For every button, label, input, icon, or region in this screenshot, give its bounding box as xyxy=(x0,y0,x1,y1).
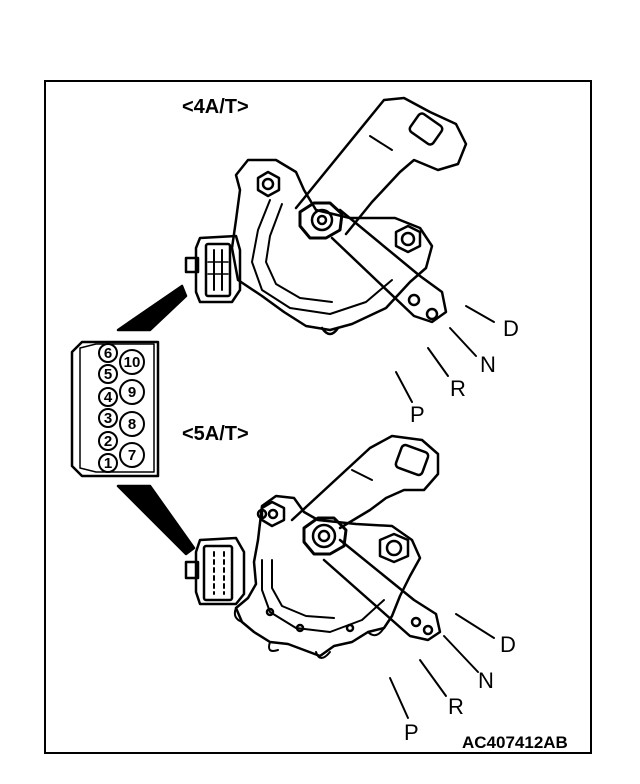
pin-label-left-0: 6 xyxy=(104,345,112,362)
pin-left-0 xyxy=(98,343,118,363)
pin-left-4 xyxy=(98,431,118,451)
switch-4at-bolt-left xyxy=(256,170,281,198)
position-5at-r: R xyxy=(448,694,464,719)
switch-5at-center-nut xyxy=(302,516,348,556)
leader-5at-d xyxy=(455,613,495,639)
figure-code: AC407412AB xyxy=(462,733,568,752)
position-4at-d: D xyxy=(503,316,519,341)
position-5at-n: N xyxy=(478,668,494,693)
pin-label-right-0: 10 xyxy=(124,354,141,371)
switch-4at-control-lever xyxy=(294,96,468,236)
switch-5at-lever-slot xyxy=(394,443,430,477)
title-4at: <4A/T> xyxy=(182,96,249,118)
pin-right-2 xyxy=(119,411,145,437)
position-4at-n: N xyxy=(480,352,496,377)
switch-5at-lower-arm xyxy=(322,538,442,642)
pin-label-right-2: 8 xyxy=(128,416,136,433)
position-4at-r: R xyxy=(450,376,466,401)
switch-5at-bolt-left xyxy=(260,500,286,528)
switch-5at xyxy=(184,434,495,719)
switch-5at-body xyxy=(234,494,422,658)
pin-right-1 xyxy=(119,379,145,405)
pin-right-0 xyxy=(119,349,145,375)
switch-5at-bolt-right xyxy=(378,532,410,564)
position-5at-d: D xyxy=(500,632,516,657)
figure-frame xyxy=(44,80,592,754)
leader-4at-p xyxy=(395,371,413,403)
switch-4at xyxy=(184,96,495,403)
switch-5at-control-lever xyxy=(290,434,440,530)
pin-right-3 xyxy=(119,442,145,468)
pin-label-right-3: 7 xyxy=(128,447,136,464)
pin-label-right-1: 9 xyxy=(128,384,136,401)
connector-pins xyxy=(98,343,145,473)
connector-callout xyxy=(70,284,196,556)
pin-label-left-4: 2 xyxy=(104,433,112,450)
leader-5at-n xyxy=(443,635,479,673)
leader-4at-r xyxy=(427,347,449,377)
switch-4at-bolt-right xyxy=(394,224,422,254)
switch-5at-connector xyxy=(184,536,246,606)
switch-4at-connector xyxy=(184,234,242,304)
leader-4at-n xyxy=(449,327,477,357)
switch-4at-arc xyxy=(251,199,393,315)
pin-label-left-1: 5 xyxy=(104,366,112,383)
title-5at: <5A/T> xyxy=(182,423,249,445)
switch-4at-body xyxy=(230,158,434,332)
pin-left-5 xyxy=(98,453,118,473)
position-5at-p: P xyxy=(404,720,419,745)
pin-left-1 xyxy=(98,364,118,384)
callout-wedge-bottom xyxy=(116,484,196,556)
switch-4at-center-nut xyxy=(298,201,344,240)
position-4at-p: P xyxy=(410,402,425,427)
switch-4at-lower-arm xyxy=(330,208,448,324)
leader-5at-p xyxy=(389,677,409,719)
switch-4at-lever-slot xyxy=(408,112,444,146)
leader-5at-r xyxy=(419,659,447,697)
pin-label-left-5: 1 xyxy=(104,455,112,472)
connector-face xyxy=(70,340,160,478)
pin-left-3 xyxy=(98,408,118,428)
pin-label-left-2: 4 xyxy=(104,389,113,406)
pin-label-left-3: 3 xyxy=(104,410,112,427)
pin-left-2 xyxy=(98,387,118,407)
leader-4at-d xyxy=(465,305,495,323)
callout-wedge-top xyxy=(116,284,188,332)
